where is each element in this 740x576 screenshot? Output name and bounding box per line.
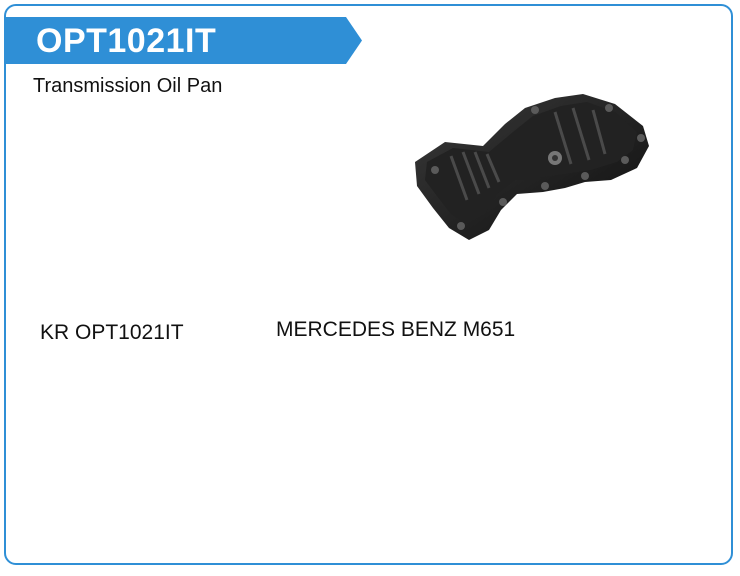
banner-shape	[6, 17, 362, 64]
oil-pan-image	[405, 90, 655, 245]
reference-code: KR OPT1021IT	[40, 321, 184, 344]
vehicle-application: MERCEDES BENZ M651	[276, 318, 516, 341]
part-number-title: OPT1021IT	[36, 22, 217, 60]
part-number-banner: OPT1021IT	[6, 17, 362, 64]
product-description: Transmission Oil Pan	[33, 75, 223, 97]
product-card	[4, 4, 733, 565]
